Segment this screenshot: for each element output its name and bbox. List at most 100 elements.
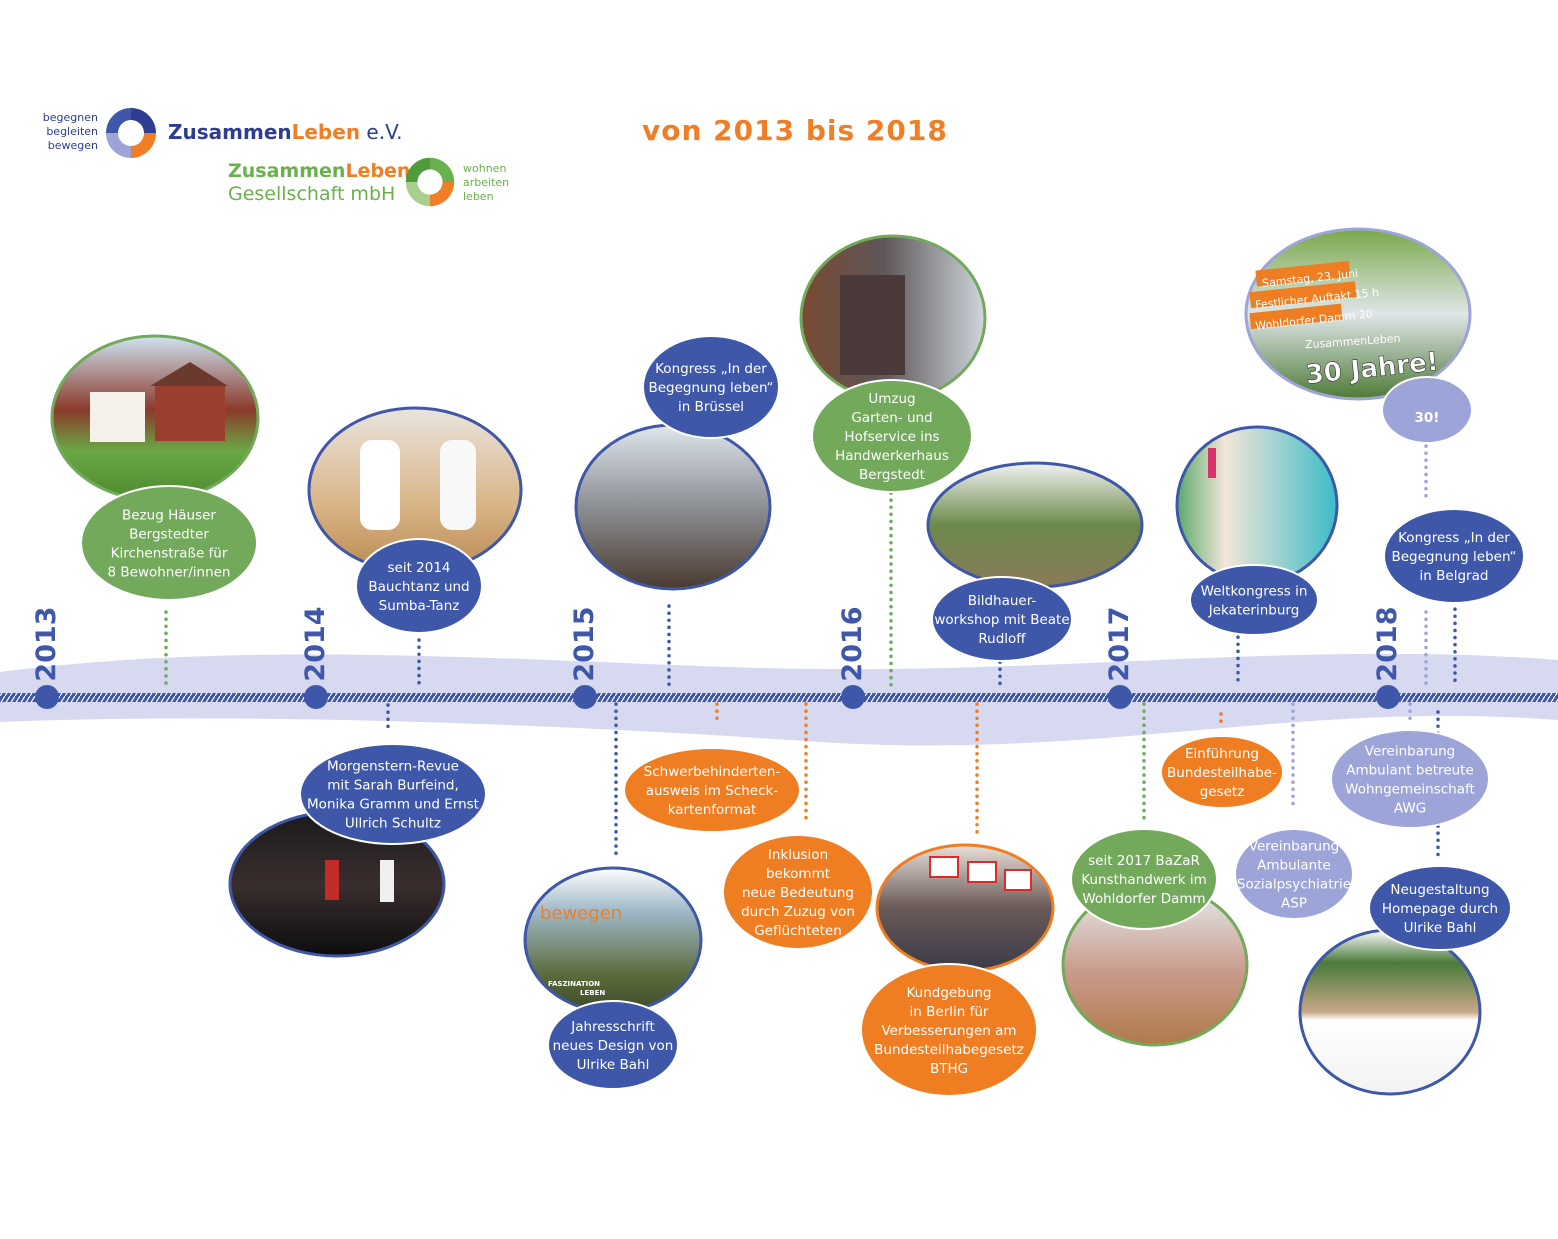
event-text-14-0: Kongress „In der [1398,530,1510,546]
tagline-gmbh-3: leben [463,190,494,203]
tagline-gmbh-1: wohnen [463,162,507,175]
photo-workshop [926,461,1144,589]
event-text-7-2: Hofservice ins [844,429,939,445]
event-bubble-6: Inklusion bekommt neue Bedeutung durch Zuzu… [722,834,874,950]
event-bubble-17: 30! [1381,376,1473,444]
event-text-13-1: Ambulante [1257,858,1331,874]
event-bubble-shape-10 [1189,564,1319,636]
event-bubble-5: Schwerbehinderten-ausweis im Scheck-kart… [623,747,801,833]
event-bubble-10: Weltkongress in Jekaterinburg [1189,564,1319,636]
event-text-13-2: Sozialpsychiatrie [1237,877,1351,893]
event-text-6-0: Inklusion [768,847,828,863]
event-text-8-2: Rudloff [978,631,1026,647]
event-text-6-4: Geflüchteten [754,923,842,939]
event-text-0-0: Bezug Häuser [122,508,216,524]
event-text-13-0: Vereinbarung [1249,839,1339,855]
event-text-3-1: Begegnung leben“ [648,380,773,396]
year-label-2016: 2016 [837,606,868,681]
connectors [164,444,1457,862]
brand-ev-main: Zusammen [168,120,292,144]
brand-ev: ZusammenLeben e.V. [168,120,403,144]
year-dot-2014 [304,685,328,709]
event-bubble-shape-5 [623,747,801,833]
tagline-ev-3: bewegen [47,139,98,152]
brand-gmbh: ZusammenLeben Gesellschaft mbH [228,160,410,206]
event-text-2-1: mit Sarah Burfeind, [327,778,459,794]
event-text-15-0: Vereinbarung [1365,744,1455,760]
event-text-1-0: seit 2014 [387,560,450,576]
event-text-7-3: Handwerkerhaus [835,448,949,464]
event-text-14-1: Begegnung leben“ [1391,549,1516,565]
event-text-0-2: Kirchenstraße für [111,546,228,562]
event-text-4-1: neues Design von [553,1038,674,1054]
page-title: von 2013 bis 2018 [642,114,948,147]
photo-houses [50,334,260,502]
event-text-10-0: Weltkongress in [1201,584,1308,600]
tagline-ev: begegnen begleiten bewegen [40,111,98,153]
event-text-16-1: Homepage durch [1382,901,1498,917]
event-bubble-shape-8 [931,576,1073,662]
year-markers: 2013 2014 2015 2016 2017 2018 [31,606,1403,709]
photo-dance [307,406,523,574]
event-text-12-1: Kunsthandwerk im [1081,872,1206,888]
event-text-15-2: Wohngemeinschaft [1345,782,1475,798]
year-label-2015: 2015 [569,606,600,681]
event-bubble-shape-11 [1160,735,1284,809]
event-text-12-2: Wohldorfer Damm [1082,891,1205,907]
event-text-6-3: durch Zuzug von [741,904,855,920]
year-dot-2017 [1108,685,1132,709]
event-text-4-0: Jahresschrift [570,1019,655,1035]
photo-homepage [1298,928,1482,1096]
brand-ev-suffix: e.V. [360,120,403,144]
tagline-gmbh: wohnen arbeiten leben [463,162,509,204]
tagline-ev-2: begleiten [46,125,98,138]
event-bubble-shape-12 [1070,828,1218,930]
event-text-17-0: 30! [1415,410,1440,426]
event-bubble-shape-4 [547,1000,679,1090]
event-text-2-0: Morgenstern-Revue [327,759,459,775]
event-text-2-2: Monika Gramm und Ernst [307,797,479,813]
event-bubble-13: VereinbarungAmbulanteSozialpsychiatrieAS… [1234,828,1354,920]
event-text-8-1: workshop mit Beate [934,612,1069,628]
event-text-11-0: Einführung [1185,746,1259,762]
year-label-2017: 2017 [1104,606,1135,681]
event-bubble-shape-13 [1234,828,1354,920]
event-text-14-2: in Belgrad [1420,568,1489,584]
event-text-16-0: Neugestaltung [1390,882,1489,898]
event-bubble-shape-7 [811,379,973,493]
event-text-10-1: Jekaterinburg [1208,603,1300,619]
tagline-ev-1: begegnen [42,111,98,124]
year-dot-2016 [841,685,865,709]
year-label-2014: 2014 [300,606,331,681]
event-text-7-4: Bergstedt [859,467,925,483]
year-dot-2018 [1376,685,1400,709]
event-bubble-shape-9 [860,963,1038,1097]
year-label-2018: 2018 [1372,606,1403,681]
photo-bruessel [574,423,772,591]
event-bubble-shape-1 [355,538,483,634]
event-text-6-2: neue Bedeutung [742,885,854,901]
magazine-caption-1: FASZINATION [548,980,600,988]
year-label-2013: 2013 [31,606,62,681]
year-dot-2015 [573,685,597,709]
event-text-11-2: gesetz [1200,784,1245,800]
event-text-11-1: Bundesteilhabe- [1167,765,1277,781]
event-text-6-1: bekommt [766,866,830,882]
event-text-9-2: Verbesserungen am [881,1023,1016,1039]
event-text-13-3: ASP [1281,896,1307,912]
event-bubble-shape-3 [642,335,780,439]
event-text-5-0: Schwerbehinderten- [644,764,781,780]
event-text-9-4: BTHG [930,1061,968,1077]
event-bubble-shape-16 [1368,865,1512,951]
magazine-title: bewegen [540,903,622,924]
